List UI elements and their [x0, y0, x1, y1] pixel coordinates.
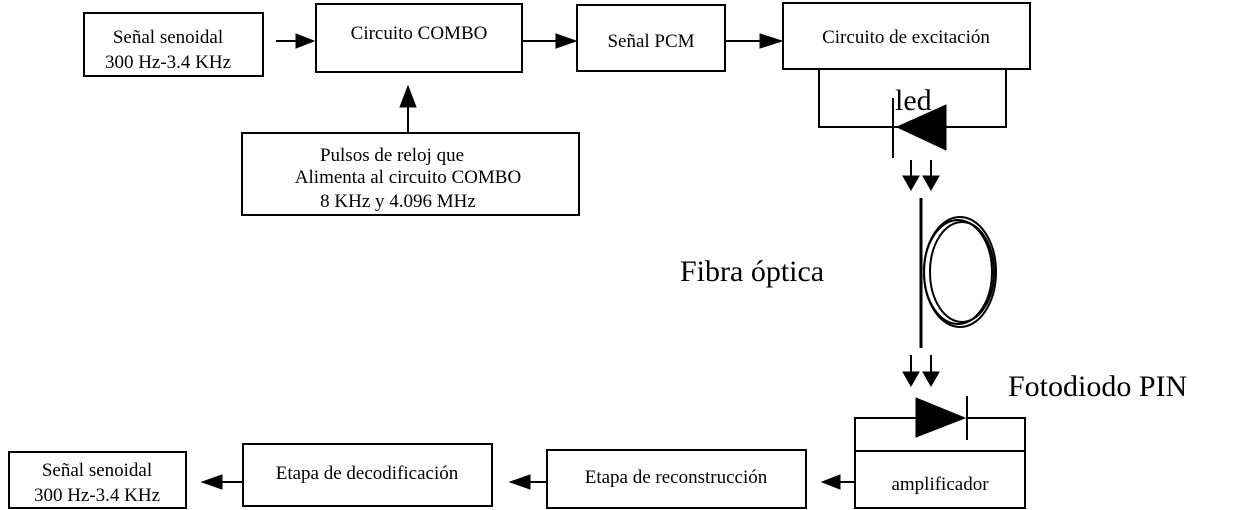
arrow-amplifier-to-reconstruction [820, 474, 855, 490]
input-signal-block: Señal senoidal 300 Hz-3.4 KHz [83, 12, 264, 77]
clock-pulses-block: Pulsos de reloj que Alimenta al circuito… [241, 132, 580, 216]
pcm-signal-label: Señal PCM [607, 31, 694, 52]
decoding-stage-label: Etapa de decodificación [276, 463, 459, 484]
arrow-input-to-combo [276, 33, 316, 49]
arrow-combo-to-pcm [522, 33, 578, 49]
photodiode-light-input-icon [902, 355, 940, 388]
pin-photodiode-icon [855, 396, 1025, 440]
input-signal-label-line1: Señal senoidal [113, 27, 223, 48]
led-light-emission-icon [902, 160, 940, 192]
led-label: led [895, 84, 932, 117]
clock-label-line2: Alimenta al circuito COMBO [295, 167, 521, 188]
led-diode-icon [892, 98, 947, 158]
output-signal-label-line2: 300 Hz-3.4 KHz [34, 485, 160, 506]
clock-label-line1: Pulsos de reloj que [320, 145, 464, 166]
excitation-circuit-label: Circuito de excitación [822, 27, 990, 48]
photodiode-label: Fotodiodo PIN [1008, 370, 1187, 403]
output-signal-block: Señal senoidal 300 Hz-3.4 KHz [8, 451, 187, 509]
reconstruction-stage-label: Etapa de reconstrucción [585, 467, 768, 488]
arrow-reconstruction-to-decoding [508, 474, 547, 490]
amplifier-block: amplificador [854, 417, 1026, 509]
reconstruction-stage-block: Etapa de reconstrucción [546, 449, 807, 509]
amplifier-label: amplificador [891, 474, 989, 495]
combo-circuit-block: Circuito COMBO [315, 3, 523, 73]
arrow-pcm-to-excitation [725, 33, 784, 49]
excitation-circuit-block: Circuito de excitación [782, 2, 1031, 70]
combo-circuit-label: Circuito COMBO [351, 23, 488, 44]
fiber-label: Fibra óptica [680, 255, 824, 288]
arrow-clock-to-combo [399, 84, 417, 133]
optical-fiber-coil-icon [919, 198, 997, 348]
decoding-stage-block: Etapa de decodificación [242, 443, 493, 507]
arrow-decoding-to-output [200, 474, 243, 490]
output-signal-label-line1: Señal senoidal [42, 460, 152, 481]
pcm-signal-block: Señal PCM [576, 4, 726, 72]
clock-label-line3: 8 KHz y 4.096 MHz [320, 191, 476, 212]
input-signal-label-line2: 300 Hz-3.4 KHz [105, 52, 231, 73]
